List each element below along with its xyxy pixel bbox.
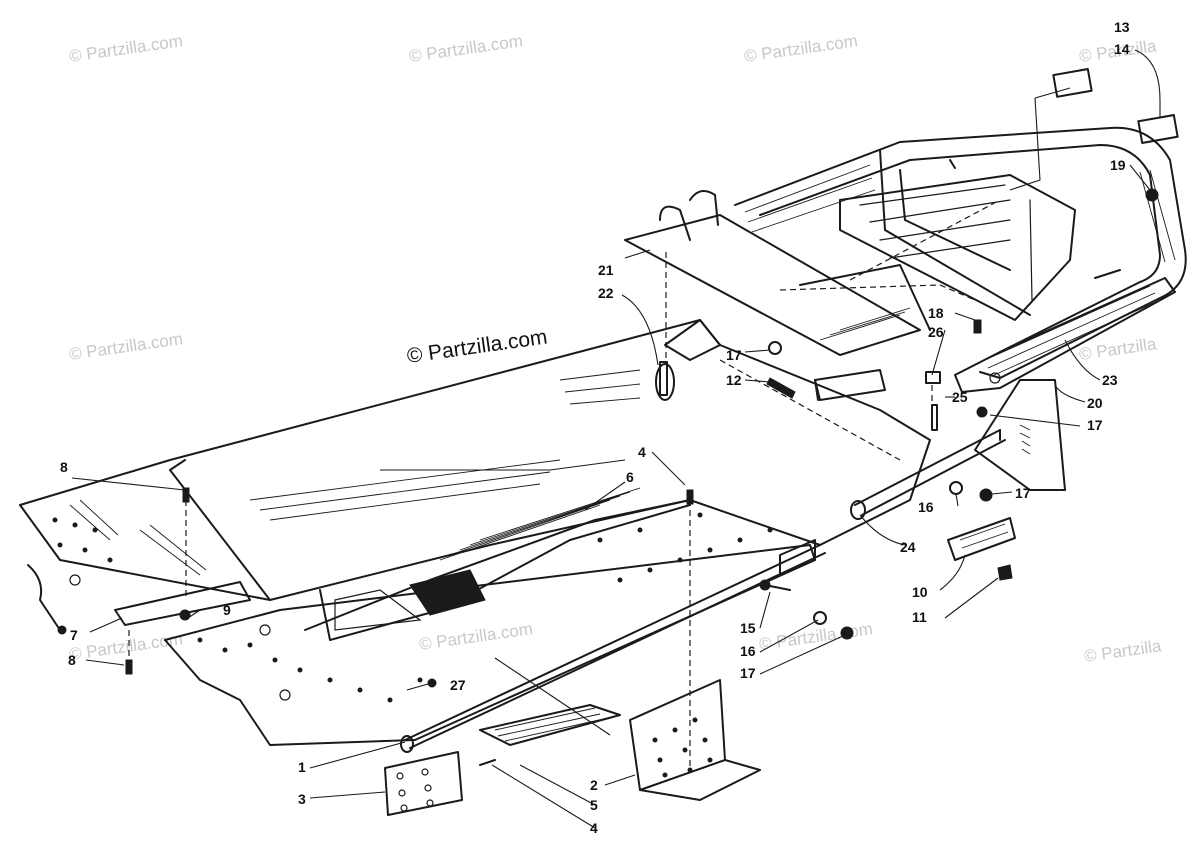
- callout-8: 8: [60, 459, 68, 475]
- callout-6: 6: [626, 469, 634, 485]
- cover-plate: [624, 190, 931, 356]
- grip-plate: [479, 704, 621, 746]
- rod: [850, 429, 1006, 520]
- rear-bumper: [734, 126, 1187, 393]
- callout-8: 8: [68, 652, 76, 668]
- perforation-dots: [52, 512, 773, 703]
- callout-2: 2: [590, 777, 598, 793]
- side-bracket: [974, 379, 1066, 491]
- plate-three: [384, 751, 463, 816]
- callout-18: 18: [928, 305, 944, 321]
- callout-19: 19: [1110, 157, 1126, 173]
- callout-25: 25: [952, 389, 968, 405]
- callout-21: 21: [598, 262, 614, 278]
- callout-11: 11: [912, 609, 927, 625]
- callout-23: 23: [1102, 372, 1118, 388]
- watermark: © Partzilla.com: [743, 31, 859, 66]
- watermark-main: © Partzilla.com: [405, 325, 548, 367]
- callout-4: 4: [590, 820, 598, 836]
- callout-13: 13: [1114, 19, 1130, 35]
- axle: [400, 544, 826, 753]
- watermark: © Partzilla.com: [68, 629, 184, 664]
- decals: [1052, 68, 1179, 144]
- callout-17: 17: [1015, 485, 1031, 501]
- callout-labels: 13 14 19 21 22 18 26 17 12 23 25 20 17 4…: [60, 19, 1130, 836]
- callout-1: 1: [298, 759, 306, 775]
- callout-15: 15: [740, 620, 756, 636]
- callout-24: 24: [900, 539, 916, 555]
- callout-4: 4: [638, 444, 646, 460]
- callout-7: 7: [70, 627, 78, 643]
- flap-hinge: [27, 564, 251, 635]
- callout-5: 5: [590, 797, 598, 813]
- callout-22: 22: [598, 285, 614, 301]
- callout-3: 3: [298, 791, 306, 807]
- watermark: © Partzilla.com: [418, 619, 534, 654]
- bracket: [814, 369, 886, 401]
- callout-26: 26: [928, 324, 944, 340]
- reflector: [947, 517, 1016, 561]
- leader-lines: [71, 49, 1161, 829]
- callout-17: 17: [1087, 417, 1103, 433]
- hardware: [125, 188, 1159, 766]
- callout-10: 10: [912, 584, 928, 600]
- watermark: © Partzilla.com: [408, 31, 524, 66]
- callout-12: 12: [726, 372, 742, 388]
- watermark: © Partzilla.com: [68, 329, 184, 364]
- callout-20: 20: [1087, 395, 1103, 411]
- callout-17: 17: [726, 347, 742, 363]
- watermark: © Partzilla.com: [68, 31, 184, 66]
- callout-16: 16: [918, 499, 934, 515]
- mounting-plate: [629, 679, 761, 801]
- watermark: © Partzilla: [1083, 636, 1163, 666]
- callout-17: 17: [740, 665, 756, 681]
- callout-16: 16: [740, 643, 756, 659]
- callout-9: 9: [223, 602, 231, 618]
- tunnel-body: [19, 319, 931, 746]
- callout-27: 27: [450, 677, 466, 693]
- callout-14: 14: [1114, 41, 1130, 57]
